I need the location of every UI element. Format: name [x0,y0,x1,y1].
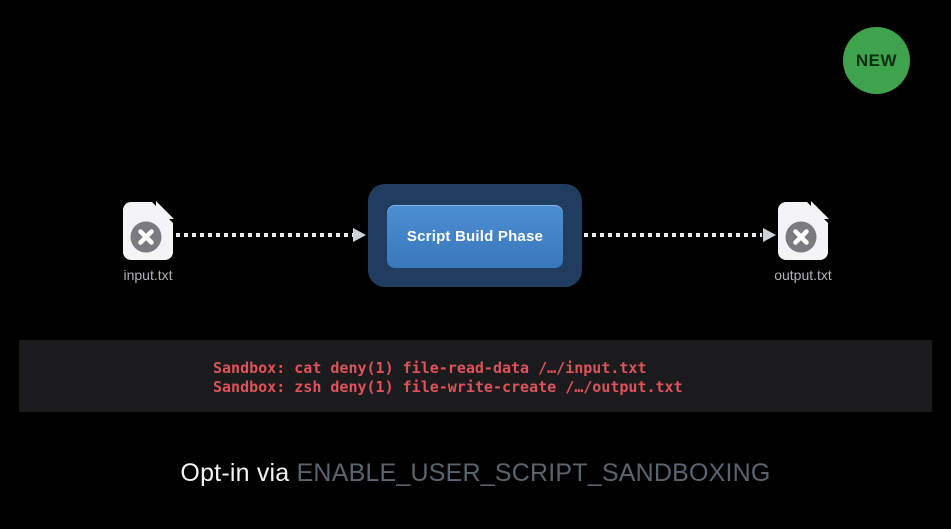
script-build-phase-box: Script Build Phase [387,205,563,268]
sandbox-log-text: Sandbox: cat deny(1) file-read-data /…/i… [213,359,683,396]
input-file-icon [122,201,174,261]
sandbox-log-panel: Sandbox: cat deny(1) file-read-data /…/i… [19,340,932,412]
dashed-arrow-line-left [176,233,354,237]
arrow-head-icon-left [353,227,366,242]
caption-build-setting: ENABLE_USER_SCRIPT_SANDBOXING [296,459,771,487]
new-badge: NEW [843,27,910,94]
new-badge-label: NEW [855,50,898,70]
output-file-icon [777,201,829,261]
arrow-head-icon-right [763,227,776,242]
file-blocked-x-icon [778,201,829,260]
caption: Opt-in via ENABLE_USER_SCRIPT_SANDBOXING [0,459,951,488]
input-file-label: input.txt [123,267,173,283]
file-blocked-x-icon [123,201,174,260]
caption-prefix: Opt-in via [180,459,297,487]
sandbox-log-line-2: Sandbox: zsh deny(1) file-write-create /… [213,377,683,396]
script-build-phase-label: Script Build Phase [406,228,544,245]
output-file-label: output.txt [774,267,832,283]
sandbox-log-line-1: Sandbox: cat deny(1) file-read-data /…/i… [213,359,647,377]
dashed-arrow-line-right [584,233,762,237]
